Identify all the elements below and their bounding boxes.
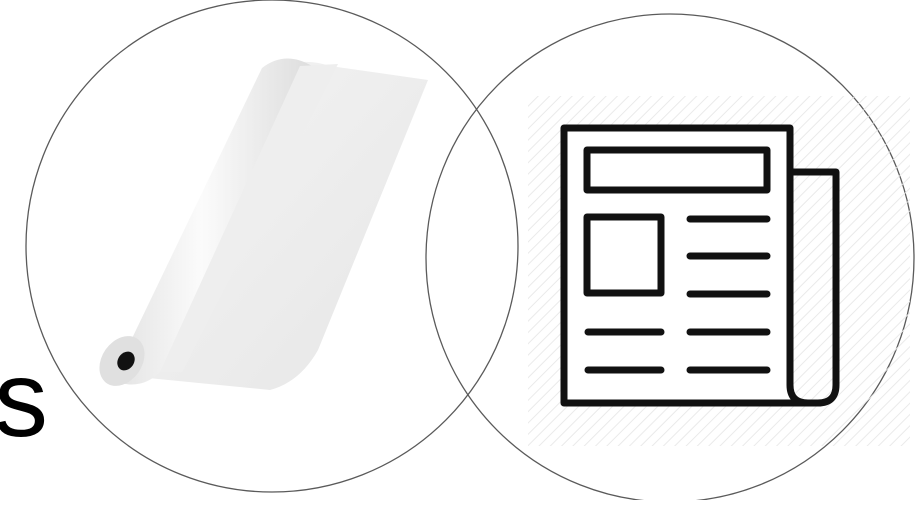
edge-text-fragment: s: [0, 345, 48, 453]
right-circle: [426, 14, 914, 500]
paper-roll-icon: [90, 58, 428, 394]
left-circle: [26, 0, 518, 492]
